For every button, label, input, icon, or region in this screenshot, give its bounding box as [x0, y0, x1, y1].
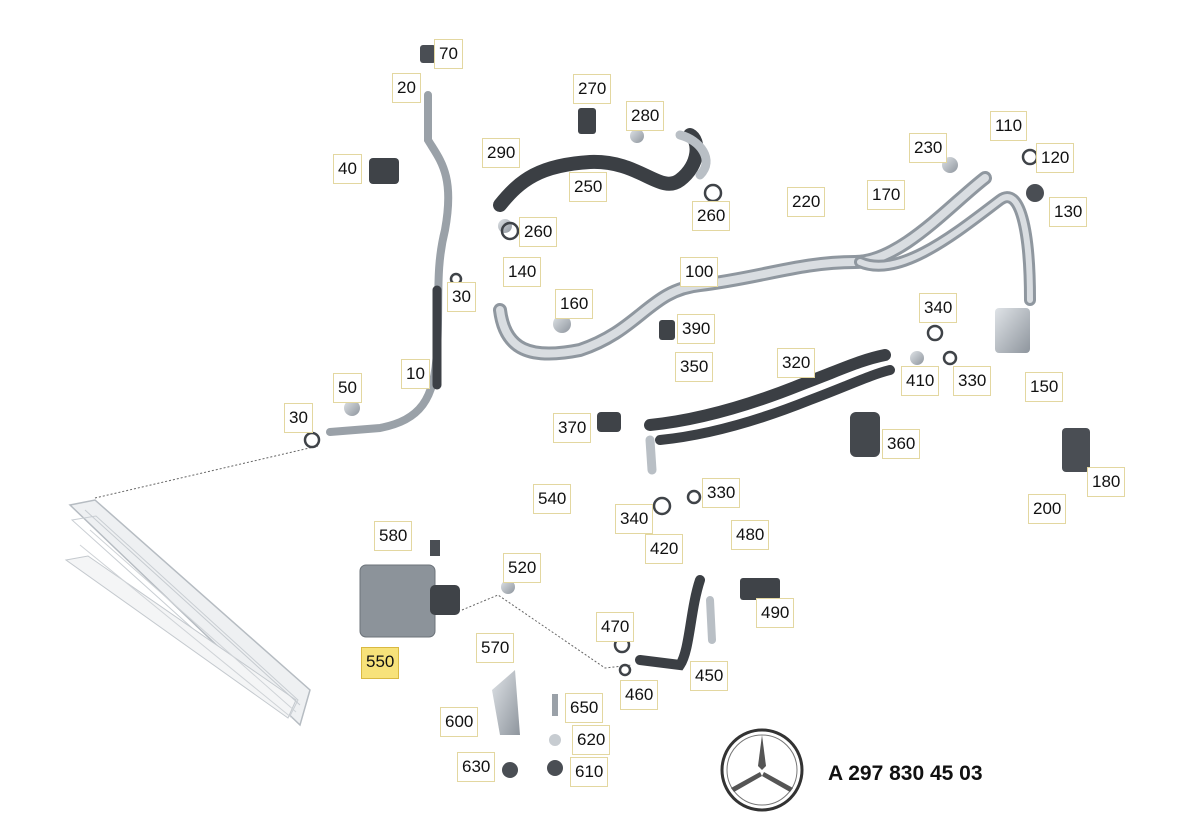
callout-370[interactable]: 370: [553, 413, 592, 443]
callout-330-lower[interactable]: 330: [702, 478, 741, 508]
o-rings: [303, 148, 1039, 677]
callout-470[interactable]: 470: [596, 612, 635, 642]
callout-520[interactable]: 520: [503, 553, 542, 583]
callout-220[interactable]: 220: [787, 187, 826, 217]
callout-20[interactable]: 20: [392, 73, 421, 103]
callout-140[interactable]: 140: [503, 257, 542, 287]
callout-200[interactable]: 200: [1028, 494, 1067, 524]
callout-540[interactable]: 540: [533, 484, 572, 514]
callout-460[interactable]: 460: [620, 680, 659, 710]
hose-100: [493, 171, 992, 361]
callout-70[interactable]: 70: [434, 39, 463, 69]
callout-30-left[interactable]: 30: [284, 403, 313, 433]
callout-40[interactable]: 40: [333, 154, 362, 184]
callout-450[interactable]: 450: [690, 661, 729, 691]
callout-580[interactable]: 580: [374, 521, 413, 551]
hose-320: [644, 349, 891, 431]
callout-600[interactable]: 600: [440, 707, 479, 737]
callout-110[interactable]: 110: [990, 111, 1028, 141]
callout-170[interactable]: 170: [867, 180, 906, 210]
callout-50[interactable]: 50: [333, 373, 362, 403]
callout-250[interactable]: 250: [569, 172, 608, 202]
callout-100[interactable]: 100: [680, 257, 719, 287]
leader-line: [94, 445, 319, 499]
callout-620[interactable]: 620: [572, 725, 611, 755]
callout-360[interactable]: 360: [882, 429, 921, 459]
callout-120[interactable]: 120: [1036, 143, 1075, 173]
hose-250: [493, 128, 704, 212]
callout-550[interactable]: 550: [361, 647, 400, 679]
callout-340[interactable]: 340: [919, 293, 958, 323]
callout-490[interactable]: 490: [756, 598, 795, 628]
callout-130[interactable]: 130: [1049, 197, 1088, 227]
callout-150[interactable]: 150: [1025, 372, 1064, 402]
callout-290[interactable]: 290: [482, 138, 521, 168]
callout-630[interactable]: 630: [457, 752, 496, 782]
callout-480[interactable]: 480: [731, 520, 770, 550]
callout-10[interactable]: 10: [401, 359, 430, 389]
callout-350[interactable]: 350: [675, 352, 714, 382]
callout-410[interactable]: 410: [901, 366, 940, 396]
callout-570[interactable]: 570: [476, 633, 515, 663]
callout-230[interactable]: 230: [909, 133, 948, 163]
callout-270[interactable]: 270: [573, 74, 612, 104]
component-shapes: [344, 45, 1090, 778]
condenser-core: [64, 499, 311, 727]
callout-650[interactable]: 650: [565, 693, 604, 723]
callout-320[interactable]: 320: [777, 348, 816, 378]
callout-180[interactable]: 180: [1087, 467, 1126, 497]
part-number: A 297 830 45 03: [828, 762, 983, 785]
callout-390[interactable]: 390: [677, 314, 716, 344]
three-pointed-star-icon: [720, 728, 804, 812]
callout-420[interactable]: 420: [645, 534, 684, 564]
callout-260[interactable]: 260: [692, 201, 731, 231]
callout-280[interactable]: 280: [626, 101, 665, 131]
callout-260-lower[interactable]: 260: [519, 217, 558, 247]
callout-160[interactable]: 160: [555, 289, 594, 319]
line-450: [635, 575, 705, 671]
callout-610[interactable]: 610: [570, 757, 609, 787]
callout-340-lower[interactable]: 340: [615, 504, 654, 534]
callout-30[interactable]: 30: [447, 282, 476, 312]
callout-330[interactable]: 330: [953, 366, 992, 396]
